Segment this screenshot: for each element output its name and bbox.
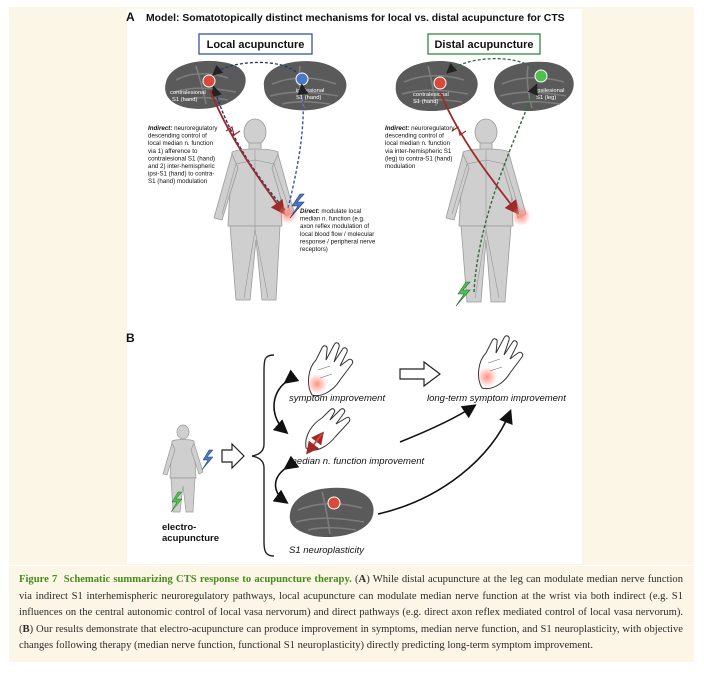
localIndirect-line: local median n. function [148,140,214,147]
caption-figure-title: Schematic summarizing CTS response to ac… [63,574,352,585]
electro-label-2: acupuncture [162,533,219,544]
symptom-improvement-label: symptom improvement [289,393,385,404]
distal-lightning-icon [455,281,471,307]
distal-ipsi-label-2: S1 (leg) [536,95,556,101]
distal-ipsi-label-1: ipsilesional [536,88,564,94]
local-contra-label-1: contralesional [170,90,206,96]
localDirect-line: response / peripheral nerve [300,238,376,245]
s1-to-longterm-arrow [377,409,513,515]
open-arrow-to-longterm [399,360,441,388]
localDirect-line: median n. function (e.g. [300,216,365,223]
local-contra-label-2: S1 (hand) [172,97,198,103]
caption-figure-number: Figure 7 [19,574,58,585]
panel-b-letter: B [126,331,135,345]
local-interhemispheric-arrow [212,61,297,76]
localDirect-line: local blood flow / molecular [300,231,374,238]
distal-indirect-marker [451,126,467,136]
s1-neuroplasticity-label: S1 neuroplasticity [289,545,365,556]
distal-ipsi-s1-dot [534,69,548,83]
panel-a-title: Model: Somatotopically distinct mechanis… [146,13,565,24]
panel-a-letter: A [126,10,135,24]
caption-letter-a: A [358,574,367,585]
localIndirect-line: via 1) afference to [148,148,198,155]
caption-part-3: ) Our results demonstrate that electro-a… [19,623,683,652]
local-lightning-icon [289,193,305,219]
open-arrow-to-brace [221,442,245,470]
distal-ipsilesional-brain [494,61,574,112]
longterm-hand-icon [477,335,524,390]
distalIndirect-line: descending control of [385,133,444,140]
median-hand-icon [305,408,351,455]
distalIndirect-line: local median n. function [385,140,451,147]
localIndirect-line: S1 (hand) modulation [148,178,208,185]
local-body-figure [213,118,295,301]
local-ipsi-label-2: S1 (hand) [296,95,322,101]
outcomes-brace [251,354,275,557]
distalIndirect-line: modulation [385,163,416,170]
distalIndirect-line: via inter-hemispheric S1 [385,148,452,155]
symptom-median-double-arrow [272,369,300,435]
median-s1-double-arrow [272,455,300,504]
caption-part-1: ( [351,574,359,585]
localDirect-line: axon reflex modulation of [300,223,369,230]
local-descending-arrow [209,89,286,215]
electro-leg-lightning-icon [170,491,183,513]
distal-leg-ascending-arrow [473,83,539,293]
longterm-improvement-label: long-term symptom improvement [427,393,566,404]
symptom-hand-icon [307,342,354,397]
local-wrist-glow [278,204,298,224]
localIndirect-line: Indirect: neuroregulatory [148,125,218,132]
caption-letter-b: B [22,623,30,635]
electro-body-figure [162,424,204,513]
figure-svg: A Model: Somatotopically distinct mechan… [126,10,574,557]
local-ipsi-s1-dot [295,72,309,86]
distalIndirect-line: Indirect: neuroregulatory [385,125,455,132]
figure-caption: Figure 7 Schematic summarizing CTS respo… [9,566,694,662]
distal-descending-arrow [439,91,520,215]
localIndirect-line: ipsi-S1 (hand) to contra- [148,171,214,178]
distalIndirect-line: (leg) to contra-S1 (hand) [385,155,452,162]
local-acupuncture-box [198,33,313,55]
distal-acupuncture-label: Distal acupuncture [434,39,533,51]
local-acupuncture-label: Local acupuncture [207,39,305,51]
local-nervous-system [221,150,291,299]
distal-contra-s1-dot [433,76,447,90]
distal-contra-label-1: contralesional [413,92,449,98]
localIndirect-line: descending control of [148,133,207,140]
localIndirect-line: contralesional S1 (hand) [148,155,215,162]
local-ipsilesional-brain [263,61,347,111]
distal-contra-label-2: S1 (hand) [413,99,439,105]
local-ipsi-label-1: ipsilesional [296,88,324,94]
distal-acupuncture-box [427,33,541,55]
median-improvement-label: median n. function improvement [289,456,425,467]
median-to-longterm-arrow [399,404,477,443]
distal-interhemispheric-arrow [446,58,535,74]
electro-label-1: electro- [162,522,196,533]
localDirect-line: receptors) [300,246,328,253]
distal-wrist-glow [511,206,531,226]
localDirect-line: Direct: modulate local [300,208,361,215]
local-contra-s1-dot [202,74,216,88]
s1-brain-icon [289,487,374,538]
caption-part-2: ) While distal acupuncture at the leg ca… [19,574,684,635]
localIndirect-line: and 2) inter-hemispheric [148,163,215,170]
electro-wrist-lightning-icon [201,449,214,471]
local-ipsi-arrow [287,83,309,209]
caption-text: Figure 7 Schematic summarizing CTS respo… [19,572,683,655]
local-indirect-marker [225,126,241,136]
